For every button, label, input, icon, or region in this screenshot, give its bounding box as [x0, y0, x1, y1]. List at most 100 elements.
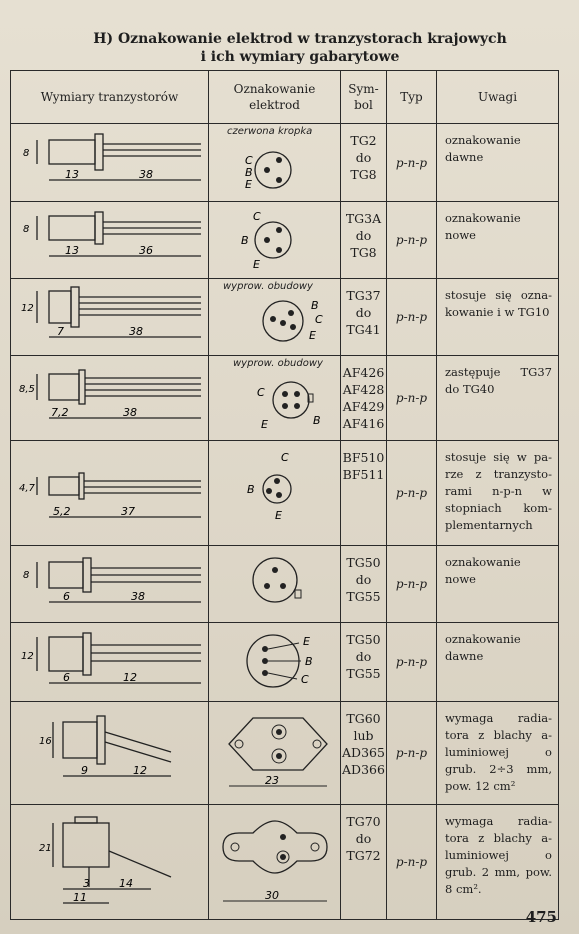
table-row: 4,7 5,2 37 C B E BF510 BF: [10, 440, 559, 546]
type-cell: p-n-p: [386, 355, 437, 441]
dim-b: 36: [139, 244, 153, 257]
dim-b: 12: [123, 671, 137, 684]
pinout-diagram: 30: [222, 820, 328, 902]
symbol-line: do: [355, 150, 372, 165]
symbol-line: BF511: [342, 467, 385, 482]
dim-b: 38: [129, 325, 143, 338]
electrode-label: E: [309, 329, 316, 342]
symbol-line: TG3A: [345, 211, 382, 226]
marking-tag: wyprow. obudowy: [233, 358, 323, 369]
electrode-label: E: [253, 258, 260, 271]
dim-height: 16: [39, 736, 52, 747]
transistor-drawing: 21 3 14 11: [39, 816, 172, 904]
header-symbol-line1: Sym-: [348, 82, 379, 96]
symbol-line: do: [355, 228, 372, 243]
symbol-line: TG55: [346, 589, 381, 604]
electrode-label: B: [313, 414, 321, 427]
symbol-line: TG8: [350, 167, 377, 182]
pinout-diagram: 23: [228, 717, 328, 787]
electrode-diagram: [208, 545, 341, 623]
notes-cell: oznakowanie dawne: [436, 123, 559, 202]
symbol-cell: TG37 do TG41: [340, 278, 387, 356]
dim-b: 38: [123, 406, 137, 419]
symbol-cell: TG60 lub AD365 AD366: [340, 701, 387, 805]
dim-b: 12: [133, 764, 147, 777]
header-electrodes-line2: elektrod: [249, 98, 300, 112]
symbol-cell: TG50 do TG55: [340, 545, 387, 623]
symbol-line: TG50: [346, 555, 381, 570]
pinout-diagram: [252, 557, 302, 603]
notes-cell: wymaga radia-tora z blachy a-luminiowej …: [436, 701, 559, 805]
marking-tag: wyprow. obudowy: [223, 281, 313, 292]
type-cell: p-n-p: [386, 440, 437, 546]
pinout-diagram: B C E: [262, 299, 323, 342]
electrode-label: C: [253, 210, 261, 223]
symbol-line: AF416: [342, 416, 385, 431]
dim-height: 12: [21, 303, 34, 314]
symbol-line: TG50: [346, 632, 381, 647]
type-cell: p-n-p: [386, 545, 437, 623]
symbol-line: AF426: [342, 365, 385, 380]
symbol-cell: TG2 do TG8: [340, 123, 387, 202]
electrode-label: B: [305, 655, 313, 668]
transistor-drawing: 4,7 5,2 37: [19, 472, 201, 518]
dimension-drawing: 4,7 5,2 37: [10, 440, 209, 546]
header-notes: Uwagi: [436, 70, 559, 124]
notes-cell: oznakowanie nowe: [436, 201, 559, 279]
electrode-label: C: [281, 451, 289, 464]
page-number: 475: [525, 908, 557, 926]
symbol-line: TG72: [346, 848, 381, 863]
notes-cell: stosuje się w pa-rze z tranzysto-rami n-…: [436, 440, 559, 546]
dim-a: 7: [57, 325, 64, 338]
pinout-diagram: C E B: [257, 381, 321, 431]
symbol-line: TG41: [346, 322, 381, 337]
type-cell: p-n-p: [386, 804, 437, 920]
electrode-label: C: [315, 313, 323, 326]
symbol-line: BF510: [342, 450, 385, 465]
symbol-line: do: [355, 572, 372, 587]
electrode-label: C: [257, 386, 265, 399]
dim-a: 13: [65, 168, 79, 181]
dim-a: 13: [65, 244, 79, 257]
symbol-line: TG70: [346, 814, 381, 829]
dimension-drawing: 8 13 36: [10, 201, 209, 279]
electrode-label: C: [245, 154, 253, 167]
table-row: 21 3 14 11 30 TG70: [10, 804, 559, 920]
electrode-diagram: E B C: [208, 622, 341, 702]
electrode-label: E: [303, 635, 310, 648]
type-cell: p-n-p: [386, 278, 437, 356]
header-row: Wymiary tranzystorów Oznakowanie elektro…: [10, 70, 559, 124]
marking-tag: czerwona kropka: [227, 126, 313, 137]
transistor-drawing: 8 13 36: [23, 211, 201, 257]
table-row: 12 7 38 wyprow. obudowy B C E: [10, 278, 559, 356]
electrode-label: B: [241, 234, 249, 247]
symbol-cell: TG70 do TG72: [340, 804, 387, 920]
header-dims: Wymiary tranzystorów: [10, 70, 209, 124]
notes-cell: oznakowanie nowe: [436, 545, 559, 623]
electrode-diagram: C B E: [208, 201, 341, 279]
electrode-label: B: [245, 166, 253, 179]
dim-a: 5,2: [53, 505, 71, 518]
electrode-label: C: [301, 673, 309, 686]
type-cell: p-n-p: [386, 622, 437, 702]
type-cell: p-n-p: [386, 201, 437, 279]
transistor-drawing: 8 13 38: [23, 133, 201, 181]
symbol-line: do: [355, 649, 372, 664]
symbol-cell: BF510 BF511: [340, 440, 387, 546]
pinout-diagram: C B E: [245, 151, 292, 191]
header-symbol-line2: bol: [354, 98, 373, 112]
dim-height: 21: [39, 843, 52, 854]
table-row: 8 13 38 czerwona kropka C B E: [10, 123, 559, 202]
type-cell: p-n-p: [386, 701, 437, 805]
electrode-diagram: wyprow. obudowy C E B: [208, 355, 341, 441]
symbol-line: AF428: [342, 382, 385, 397]
dim-c: 30: [265, 889, 279, 902]
table-row: 8,5 7,2 38 wyprow. obudowy C E B: [10, 355, 559, 441]
electrode-diagram: czerwona kropka C B E: [208, 123, 341, 202]
table-row: 16 9 12 23 TG60: [10, 701, 559, 805]
dim-height: 4,7: [19, 483, 36, 494]
symbol-line: TG60: [346, 711, 381, 726]
dim-c: 23: [265, 774, 279, 787]
dimension-drawing: 8,5 7,2 38: [10, 355, 209, 441]
